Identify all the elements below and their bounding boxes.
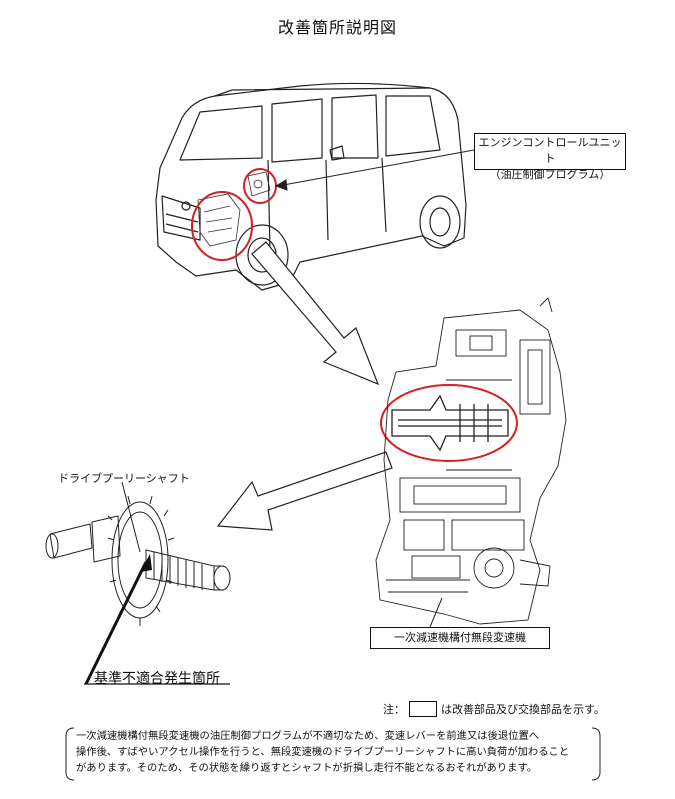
- big-arrow-to-cvt: [251, 241, 380, 386]
- cvt-label-box: 一次減速機構付無段変速機: [370, 627, 550, 649]
- big-arrow-to-shaft: [216, 451, 393, 531]
- description-line: 操作後、すばやいアクセル操作を行うと、無段変速機のドライブプーリーシャフトに高い…: [76, 746, 570, 758]
- drive-pulley-shaft-section: [391, 394, 509, 452]
- defect-arrow: [84, 554, 230, 685]
- page-title: 改善箇所説明図: [277, 18, 397, 37]
- ecu-label-line1: エンジンコントロールユニット: [478, 136, 622, 165]
- shaft-highlight-circle: [380, 384, 518, 462]
- legend-note: 注： は改善部品及び交換部品を示す。: [383, 701, 605, 717]
- vehicle-illustration: [155, 82, 467, 291]
- legend-square: [409, 701, 437, 717]
- description-text: 一次減速機構付無段変速機の油圧制御プログラムが不適切なため、変速レバーを前進又は…: [76, 728, 596, 776]
- shaft-label: ドライブプーリーシャフト: [58, 472, 190, 485]
- ecu-highlight-circle: [243, 168, 277, 204]
- shaft-part-illustration: [45, 495, 231, 626]
- cvt-cross-section: [375, 297, 567, 625]
- ecu-leader-arrow: [274, 149, 475, 191]
- defect-location-label: 基準不適合発生箇所: [94, 671, 220, 687]
- description-brackets: [65, 727, 601, 781]
- ecu-label-line2: （油圧制御プログラム）: [489, 168, 611, 181]
- shaft-leader-line: [121, 481, 141, 553]
- note-suffix: は改善部品及び交換部品を示す。: [441, 703, 605, 716]
- cvt-highlight-circle: [191, 191, 253, 261]
- description-line: があります。そのため、その状態を繰り返すとシャフトが折損し走行不能となるおそれが…: [76, 762, 537, 774]
- ecu-label-box: エンジンコントロールユニット （油圧制御プログラム）: [474, 133, 626, 181]
- engine-parts: [197, 171, 271, 247]
- note-prefix: 注：: [383, 703, 405, 716]
- description-line: 一次減速機構付無段変速機の油圧制御プログラムが不適切なため、変速レバーを前進又は…: [76, 730, 540, 742]
- cvt-leader-line: [429, 597, 443, 628]
